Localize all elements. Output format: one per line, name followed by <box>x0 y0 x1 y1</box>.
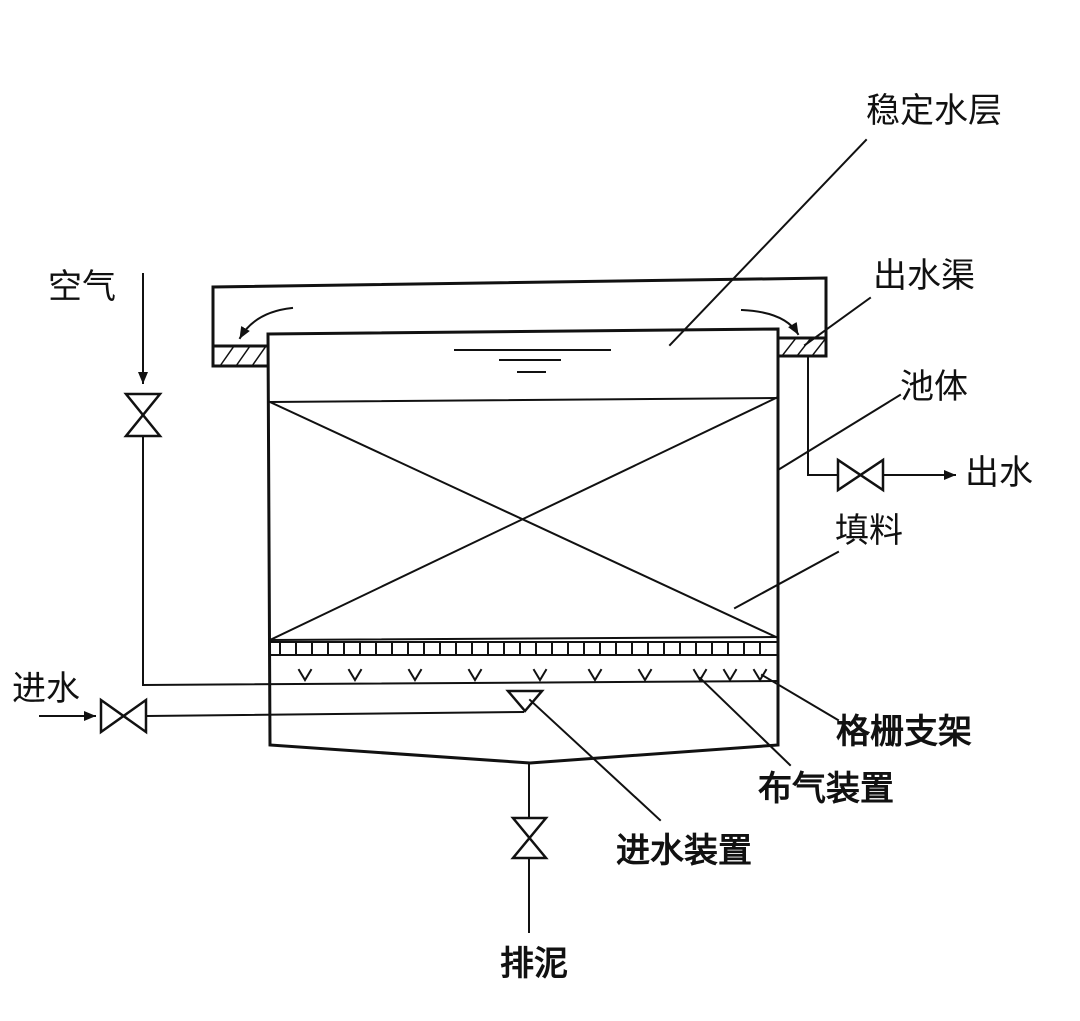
water-surface-symbol <box>454 349 611 373</box>
label-grid-support: 格栅支架 <box>836 712 972 752</box>
air-nozzle <box>587 668 603 682</box>
label-media: 填料 <box>835 511 903 551</box>
filter-media <box>268 396 778 642</box>
outlet-valve[interactable] <box>836 457 885 493</box>
label-aeration-device: 布气装置 <box>758 769 894 809</box>
air-nozzle <box>297 668 313 682</box>
label-inlet-device: 进水装置 <box>616 831 752 871</box>
air-nozzle <box>532 668 548 682</box>
label-stable-water-layer: 稳定水层 <box>866 91 1002 131</box>
label-outlet: 出水 <box>965 453 1033 493</box>
inlet-valve[interactable] <box>99 697 148 735</box>
label-inlet: 进水 <box>12 669 80 709</box>
inlet-pipe <box>39 710 525 721</box>
air-nozzle <box>722 668 738 682</box>
outlet-channel-trough <box>211 276 828 368</box>
air-nozzle <box>692 668 708 682</box>
leader-lines <box>528 138 902 822</box>
air-nozzle <box>637 668 653 682</box>
air-nozzle <box>347 668 363 682</box>
label-sludge-discharge: 排泥 <box>500 944 568 984</box>
outlet-pipe <box>807 355 956 480</box>
grid-support <box>269 641 777 656</box>
air-nozzle <box>752 668 768 682</box>
inlet-device <box>505 689 545 713</box>
aeration-device <box>141 668 780 687</box>
label-outlet-channel: 出水渠 <box>873 256 975 296</box>
label-air: 空气 <box>48 267 116 307</box>
tank-body <box>266 327 780 765</box>
air-valve[interactable] <box>123 392 163 438</box>
air-nozzle <box>467 668 483 682</box>
sludge-valve[interactable] <box>510 816 549 860</box>
overflow-arrows <box>238 306 800 340</box>
air-nozzle <box>407 668 423 682</box>
label-tank-body: 池体 <box>900 367 968 407</box>
